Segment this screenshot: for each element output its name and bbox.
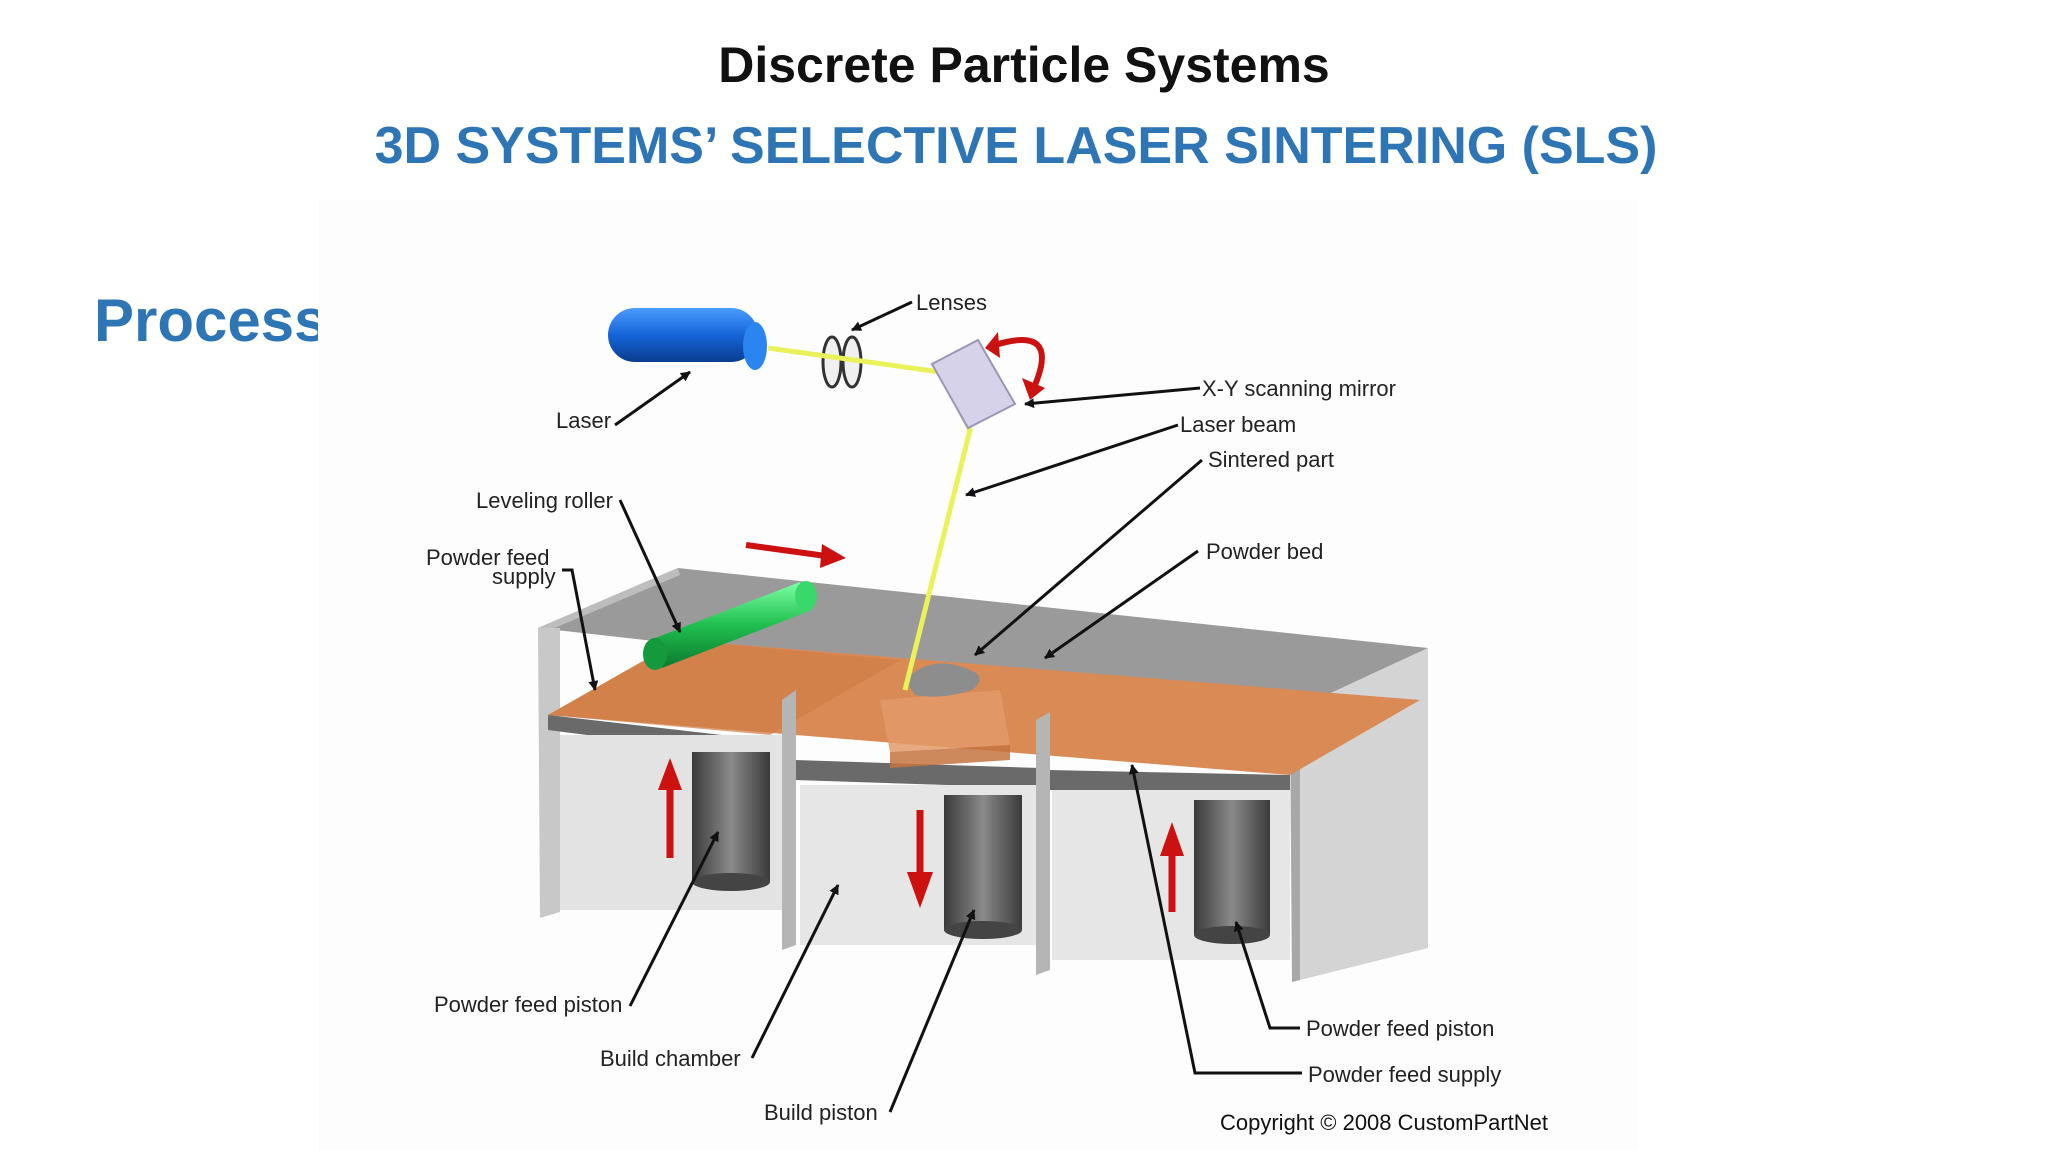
label-leveling-roller: Leveling roller xyxy=(476,488,613,513)
callout-leaders xyxy=(562,300,1302,1113)
label-powder-feed-supply-left-line2: supply xyxy=(492,564,556,589)
copyright-notice: Copyright © 2008 CustomPartNet xyxy=(1220,1110,1548,1135)
powder-surface-shade xyxy=(548,640,900,735)
slide-title: Discrete Particle Systems xyxy=(718,37,1330,93)
build-piston-cylinder xyxy=(944,795,1022,939)
left-piston xyxy=(692,752,770,891)
section-heading: Process xyxy=(94,287,328,354)
right-platform-edge xyxy=(1048,770,1290,795)
right-piston xyxy=(1194,800,1270,944)
label-powder-bed: Powder bed xyxy=(1206,539,1323,564)
xy-scanning-mirror xyxy=(930,338,1017,430)
label-powder-feed-piston-right: Powder feed piston xyxy=(1306,1016,1494,1041)
roller-direction-arrow xyxy=(745,542,827,559)
label-xy-scanning-mirror: X-Y scanning mirror xyxy=(1202,376,1396,401)
sintered-part xyxy=(880,663,1010,768)
label-sintered-part: Sintered part xyxy=(1208,447,1334,472)
red-motion-arrows xyxy=(658,332,1184,912)
label-powder-feed-piston-left: Powder feed piston xyxy=(434,992,622,1017)
label-laser-beam: Laser beam xyxy=(1180,412,1296,437)
label-powder-feed-supply-left-line1: Powder feed xyxy=(426,545,550,570)
divider-right xyxy=(1036,712,1050,975)
label-build-piston: Build piston xyxy=(764,1100,878,1125)
right-wall-edge xyxy=(1290,708,1300,982)
label-lenses: Lenses xyxy=(916,290,987,315)
left-wall xyxy=(538,628,560,918)
label-powder-feed-supply-right: Powder feed supply xyxy=(1308,1062,1501,1087)
laser-unit xyxy=(608,308,767,370)
lenses xyxy=(821,335,863,389)
leveling-roller xyxy=(643,581,817,670)
slide-subtitle: 3D SYSTEMS’ SELECTIVE LASER SINTERING (S… xyxy=(374,117,1658,175)
label-laser: Laser xyxy=(556,408,611,433)
divider-left xyxy=(782,690,796,950)
back-wall-top xyxy=(538,568,680,632)
mirror-rotation-arrow xyxy=(994,337,1045,387)
label-build-chamber: Build chamber xyxy=(600,1046,741,1071)
center-platform-edge xyxy=(795,760,1040,788)
